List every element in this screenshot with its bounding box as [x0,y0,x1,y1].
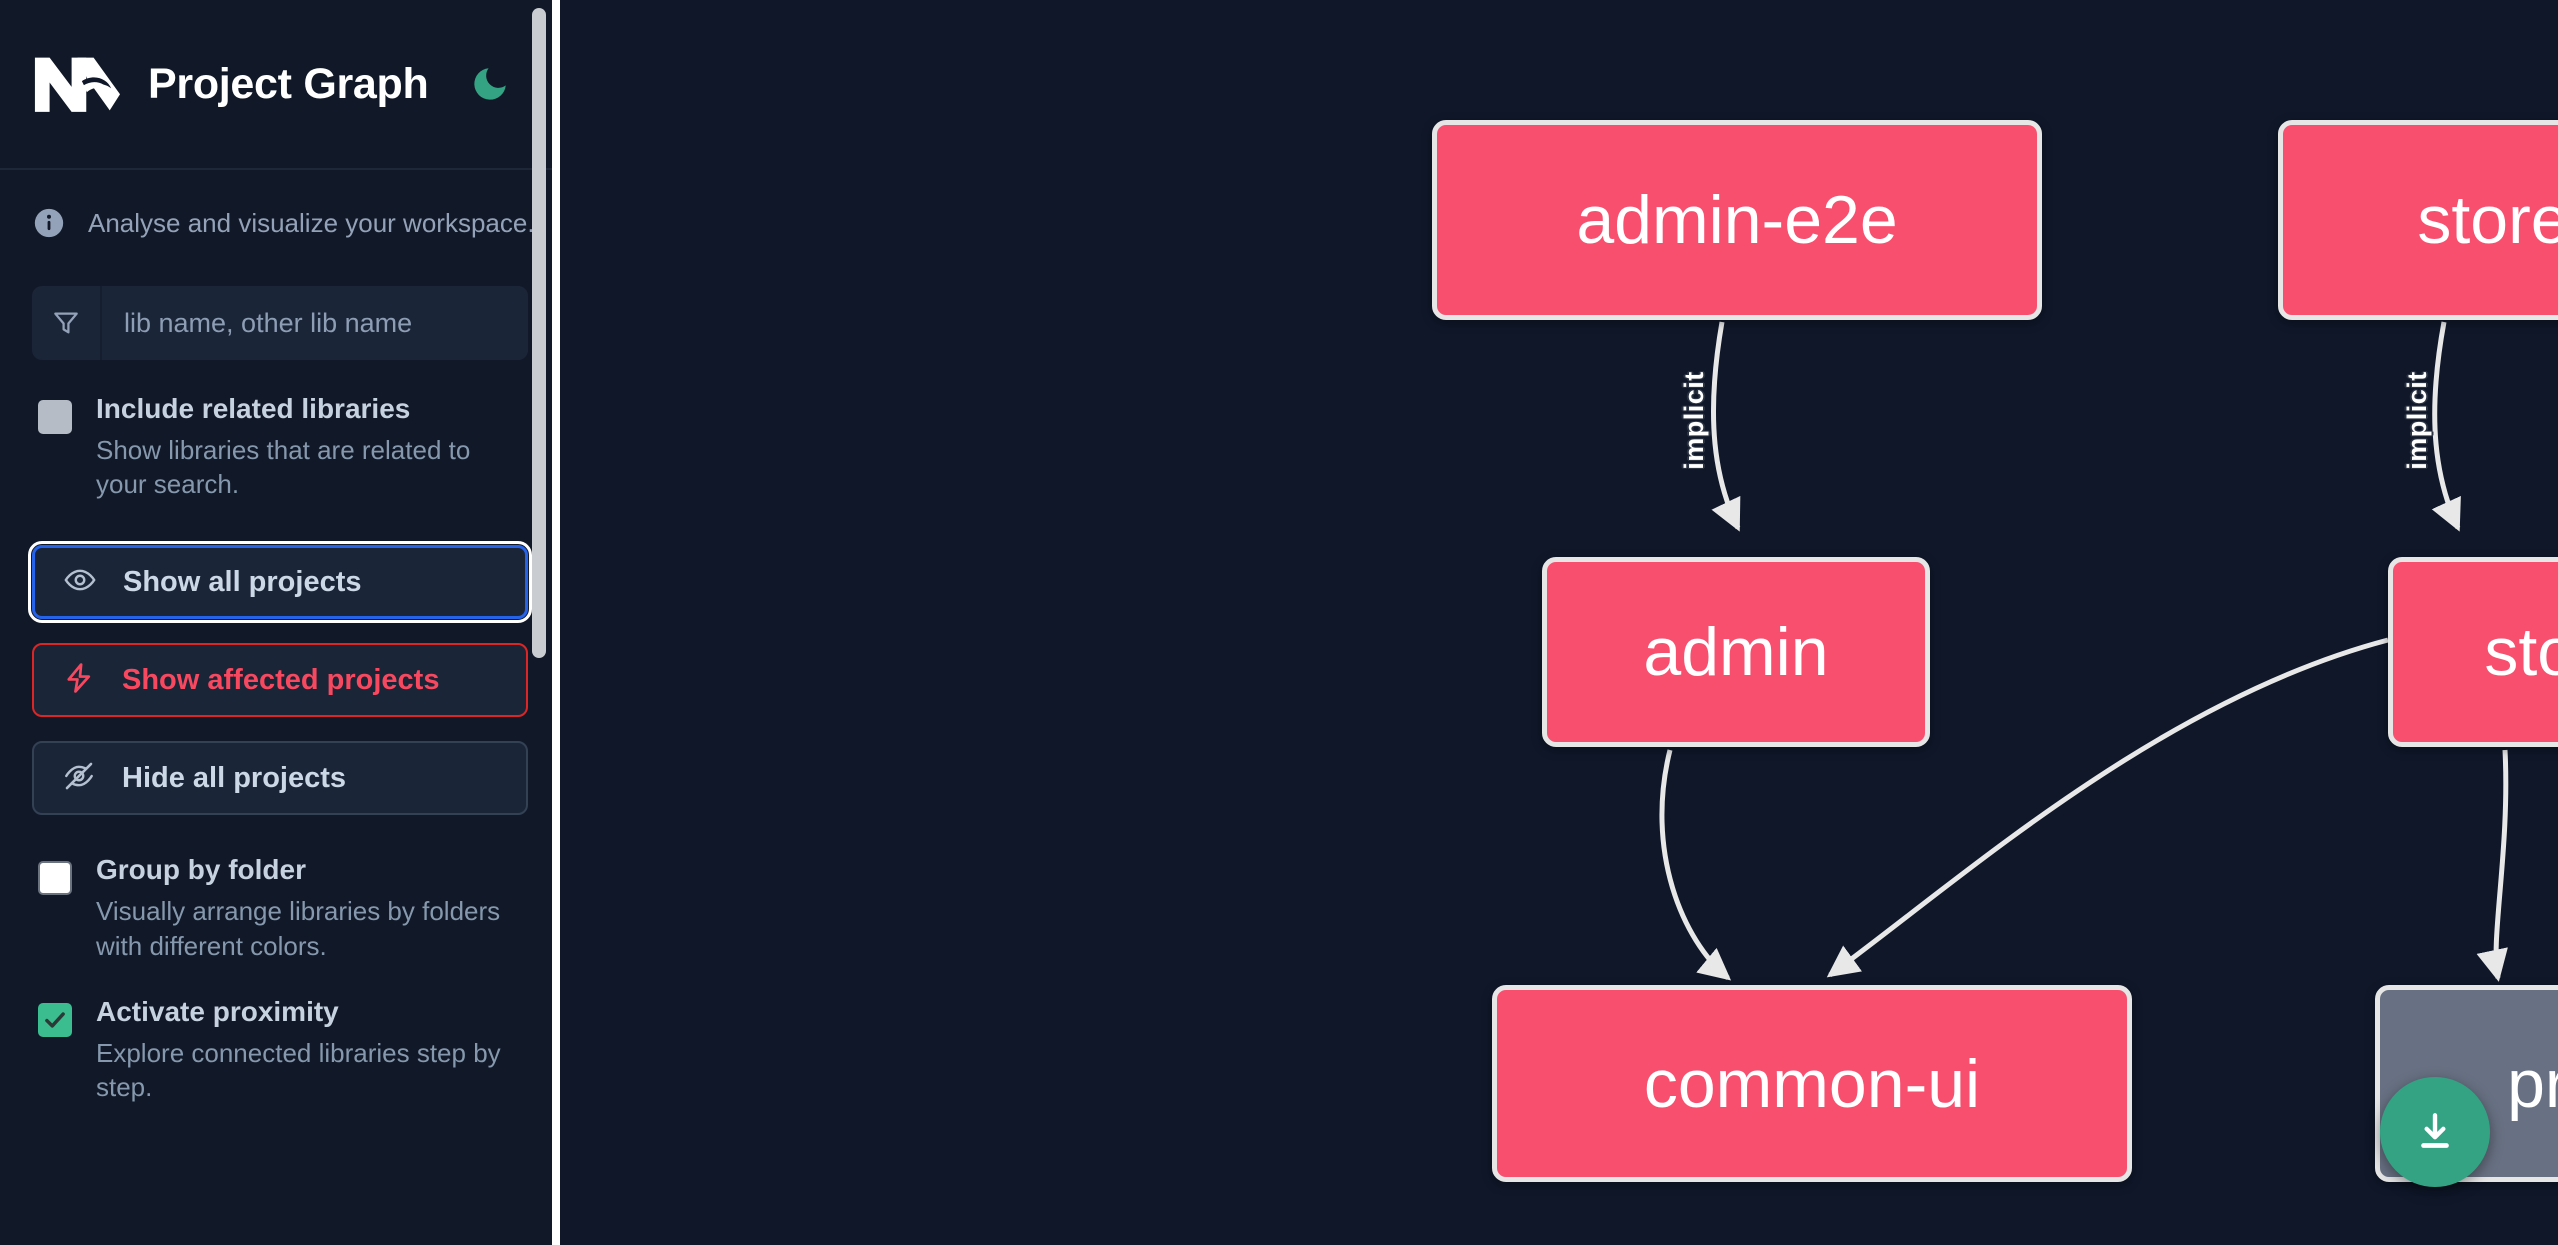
funnel-icon [32,286,102,360]
graph-node-label: common-ui [1643,1045,1981,1122]
show-all-projects-label: Show all projects [123,565,362,598]
sidebar: Project Graph Analyse and visualize your… [0,0,560,1245]
sidebar-header: Project Graph [0,0,560,170]
download-graph-button[interactable] [2380,1077,2490,1187]
include-related-libraries-label: Include related libraries [96,393,411,424]
download-icon [2421,1113,2449,1148]
page-title: Project Graph [148,59,429,108]
include-related-libraries-checkbox[interactable] [38,400,72,434]
checkbox-row-include-related-libraries[interactable]: Include related libraries Show libraries… [0,360,560,501]
activate-proximity-checkbox[interactable] [38,1002,72,1037]
show-affected-projects-label: Show affected projects [122,663,440,696]
checkbox-row-activate-proximity[interactable]: Activate proximity Explore connected lib… [0,963,560,1104]
edge-store-to-products [2476,749,2509,982]
edge-store-e2e-to-store [2431,321,2461,532]
sidebar-scrollbar-thumb[interactable] [532,8,546,658]
check-icon [45,1012,65,1028]
graph-node-store-e2e[interactable]: store-e2e [2278,120,2558,320]
show-all-projects-button[interactable]: Show all projects [28,541,532,624]
edge-admin-to-common-ui [1659,749,1732,981]
group-by-folder-checkbox[interactable] [38,861,72,896]
edge-admin-e2e-to-admin [1710,321,1741,532]
hide-all-projects-label: Hide all projects [122,761,347,794]
sidebar-edge [552,0,560,1245]
group-by-folder-description: Visually arrange libraries by folders wi… [96,896,501,961]
hide-all-projects-button[interactable]: Hide all projects [32,741,528,816]
filter-search-box[interactable] [32,286,528,360]
lightning-icon [62,661,96,700]
graph-node-label: store [2484,614,2558,690]
group-by-folder-label: Group by folder [96,854,306,886]
graph-node-label: products [2507,1045,2558,1122]
sidebar-scrollbar[interactable] [532,0,546,1245]
graph-node-label: admin-e2e [1576,182,1898,258]
nx-logo-icon [32,53,120,115]
include-related-libraries-description: Show libraries that are related to your … [96,434,471,500]
edge-label-implicit-admin: implicit [1678,371,1709,470]
search-input[interactable] [102,286,528,360]
checkbox-row-group-by-folder[interactable]: Group by folder Visually arrange librari… [0,815,560,962]
edge-label-implicit-store: implicit [2401,371,2432,470]
show-affected-projects-button[interactable]: Show affected projects [32,643,528,718]
graph-node-admin-e2e[interactable]: admin-e2e [1432,120,2042,320]
graph-node-store[interactable]: store [2388,557,2558,747]
info-text: Analyse and visualize your workspace. [88,207,535,238]
activate-proximity-label: Activate proximity [96,995,339,1027]
project-visibility-buttons: Show all projects Show affected projects [28,541,532,816]
graph-node-common-ui[interactable]: common-ui [1492,985,2132,1182]
graph-node-label: admin [1643,614,1829,690]
info-row: Analyse and visualize your workspace. [0,170,560,240]
activate-proximity-description: Explore connected libraries step by step… [96,1037,501,1102]
eye-off-icon [62,759,96,798]
graph-canvas[interactable]: admin-e2e store-e2e admin store common-u… [560,0,2558,1245]
eye-icon [63,563,97,602]
graph-node-admin[interactable]: admin [1542,557,1930,747]
info-icon [32,206,66,240]
graph-node-label: store-e2e [2417,182,2558,258]
moon-icon[interactable] [464,58,516,110]
